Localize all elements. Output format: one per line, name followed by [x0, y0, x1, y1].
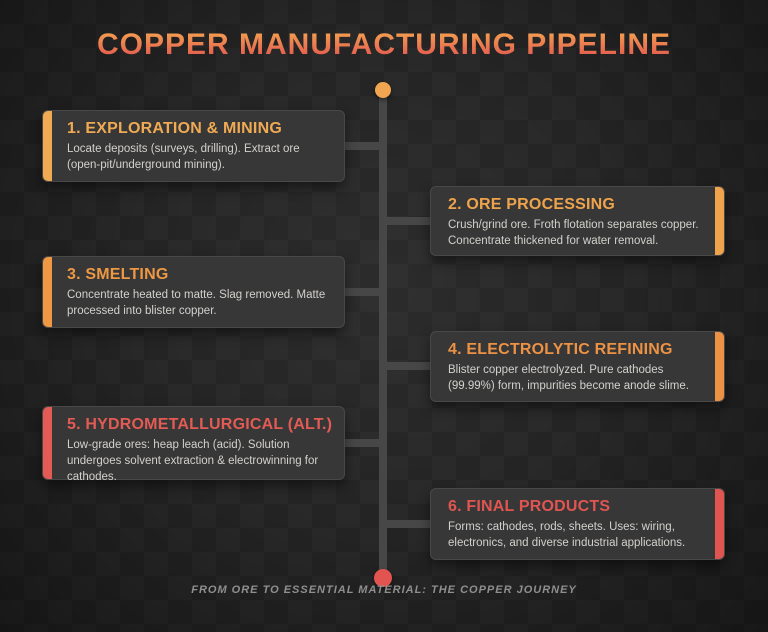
stage-accent-bar [715, 332, 724, 401]
stage-title: 5. HYDROMETALLURGICAL (ALT.) [67, 416, 333, 433]
stage-card-final-products: 6. FINAL PRODUCTS Forms: cathodes, rods,… [430, 488, 725, 560]
stage-title: 2. ORE PROCESSING [448, 196, 615, 213]
stage-card-exploration-mining: 1. EXPLORATION & MINING Locate deposits … [42, 110, 345, 182]
stage-card-hydrometallurgical: 5. HYDROMETALLURGICAL (ALT.) Low-grade o… [42, 406, 345, 483]
connector-stage-1 [345, 142, 381, 150]
connector-stage-6 [385, 520, 430, 528]
stage-card-ore-processing: 2. ORE PROCESSING Crush/grind ore. Froth… [430, 186, 725, 256]
stage-description: Blister copper electrolyzed. Pure cathod… [448, 364, 689, 392]
stage-title: 4. ELECTROLYTIC REFINING [448, 341, 673, 358]
connector-stage-2 [385, 217, 430, 225]
connector-stage-4 [385, 362, 430, 370]
timeline-end-dot-icon [374, 569, 392, 587]
stage-description: Concentrate heated to matte. Slag remove… [67, 289, 326, 317]
stage-accent-bar [43, 111, 52, 181]
stage-description: Low-grade ores: heap leach (acid). Solut… [67, 439, 319, 483]
footer-caption: FROM ORE TO ESSENTIAL MATERIAL: THE COPP… [191, 584, 577, 596]
stage-accent-bar [715, 489, 724, 559]
stage-description: Locate deposits (surveys, drilling). Ext… [67, 143, 300, 171]
connector-stage-3 [345, 288, 381, 296]
stage-card-smelting: 3. SMELTING Concentrate heated to matte.… [42, 256, 345, 328]
stage-accent-bar [43, 257, 52, 327]
stage-accent-bar [43, 407, 52, 479]
stage-title: 6. FINAL PRODUCTS [448, 498, 611, 515]
stage-card-electrolytic-refining: 4. ELECTROLYTIC REFINING Blister copper … [430, 331, 725, 402]
stage-description: Forms: cathodes, rods, sheets. Uses: wir… [448, 521, 686, 549]
timeline-start-dot-icon [375, 82, 391, 98]
connector-stage-5 [345, 439, 381, 447]
stage-description: Crush/grind ore. Froth flotation separat… [448, 219, 699, 247]
stage-title: 1. EXPLORATION & MINING [67, 120, 282, 137]
stage-accent-bar [715, 187, 724, 255]
page-title: COPPER MANUFACTURING PIPELINE [0, 28, 768, 62]
stage-title: 3. SMELTING [67, 266, 169, 283]
timeline-line [379, 90, 387, 578]
